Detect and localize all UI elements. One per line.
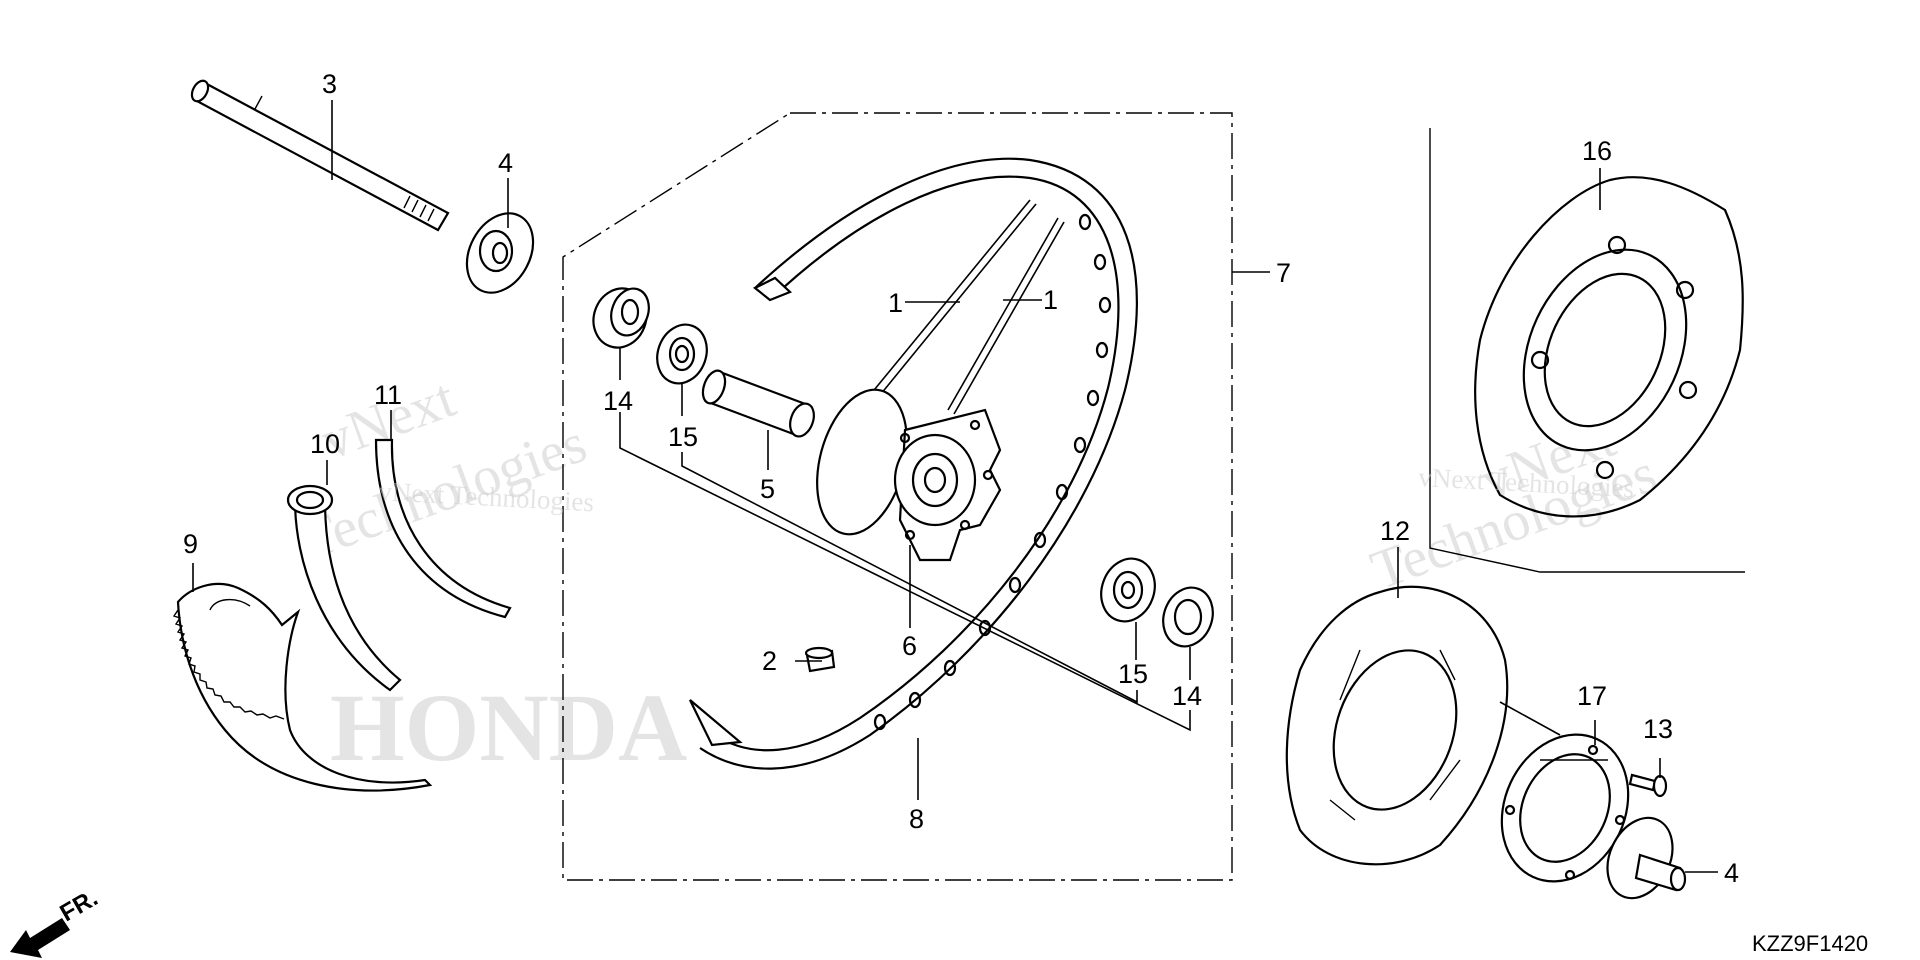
callout-1-b: 1 <box>1043 285 1058 315</box>
callout-6: 6 <box>902 631 917 661</box>
callout-15-left: 15 <box>668 422 698 452</box>
callout-15-right: 15 <box>1118 659 1148 689</box>
callout-2: 2 <box>762 646 777 676</box>
callout-11: 11 <box>374 380 402 410</box>
callout-17: 17 <box>1577 681 1607 711</box>
callout-7: 7 <box>1276 258 1291 288</box>
bearing-left-inner <box>656 323 708 385</box>
callout-8: 8 <box>909 804 924 834</box>
rim <box>689 157 1138 770</box>
rim-band <box>374 438 512 619</box>
callout-9: 9 <box>183 529 198 559</box>
axle <box>190 79 450 232</box>
brake-disc <box>1285 585 1509 866</box>
callout-1-a: 1 <box>888 288 903 318</box>
wheel-assembly-frame <box>562 112 1233 881</box>
callout-12: 12 <box>1380 516 1410 546</box>
leader-lines <box>192 100 1718 873</box>
front-arrow-icon <box>10 918 70 958</box>
rim-spoke-holes <box>873 213 1112 731</box>
callout-14-left: 14 <box>603 386 633 416</box>
valve-cap <box>804 646 836 673</box>
collar-top <box>465 212 535 294</box>
callout-4-top: 4 <box>498 148 513 178</box>
callout-13: 13 <box>1643 714 1673 744</box>
watermark-brand: HONDA <box>330 674 687 781</box>
callout-14-right: 14 <box>1172 681 1202 711</box>
bolt <box>1628 773 1668 798</box>
callout-10: 10 <box>310 429 340 459</box>
callout-5: 5 <box>760 474 775 504</box>
brake-disc-optional <box>1474 176 1744 518</box>
collar-bottom <box>1606 816 1687 900</box>
callout-3: 3 <box>322 69 337 99</box>
inner-tube <box>286 484 402 692</box>
callout-4-bottom: 4 <box>1724 858 1739 888</box>
hub <box>816 388 1002 562</box>
callouts: 3 4 1 1 7 14 15 5 6 2 8 9 10 11 15 14 12… <box>183 69 1739 888</box>
diagram-code: KZZ9F1420 <box>1752 931 1868 956</box>
optional-disc-frame <box>1429 128 1745 573</box>
bearing-right-inner <box>1100 557 1156 623</box>
bearing-right-outer <box>1162 586 1214 648</box>
bearing-left-outer <box>592 287 650 349</box>
tire <box>172 582 433 792</box>
disc-bracket <box>1500 733 1630 883</box>
distance-collar <box>701 369 815 438</box>
front-direction-marker: FR. <box>10 884 102 958</box>
callout-16: 16 <box>1582 136 1612 166</box>
